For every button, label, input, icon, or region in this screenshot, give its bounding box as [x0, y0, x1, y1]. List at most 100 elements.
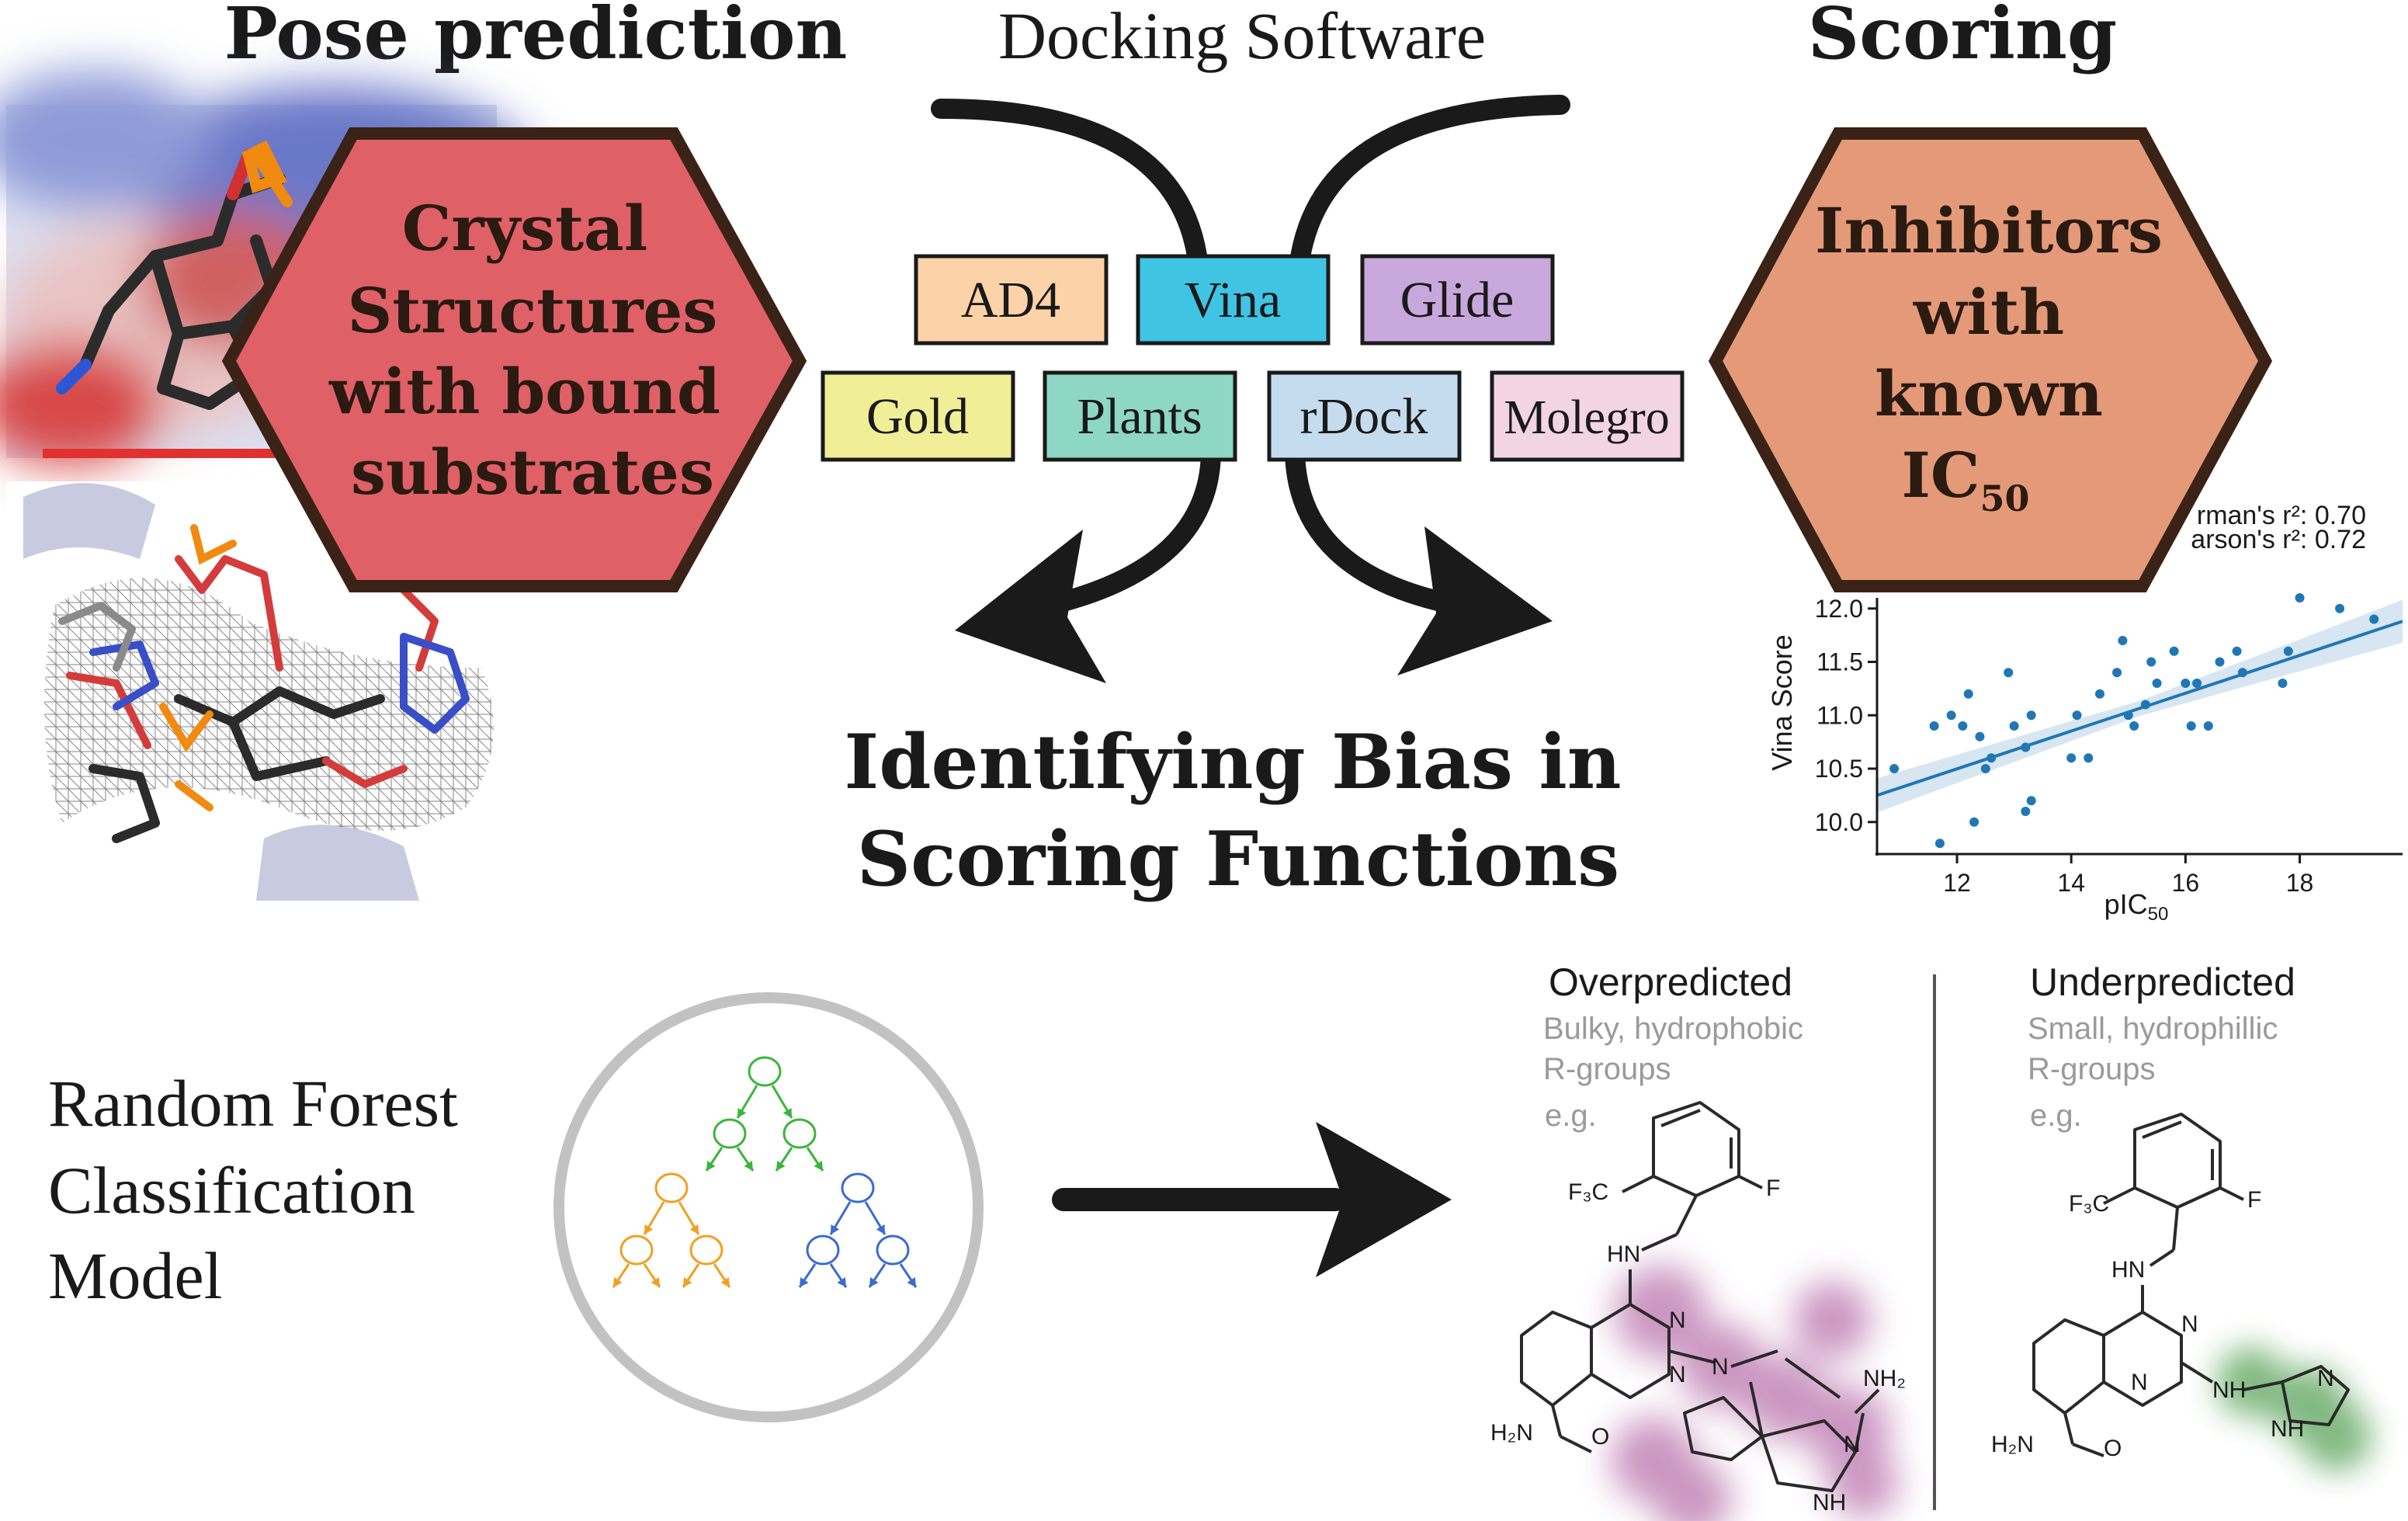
software-box-molegro: Molegro	[1490, 370, 1685, 462]
chem-label-n-1: N	[1669, 1307, 1686, 1333]
chem-label-o: O	[1591, 1424, 1609, 1450]
tree-arrowhead	[907, 1277, 916, 1287]
scatter-point	[2021, 807, 2031, 816]
software-box-plants: Plants	[1043, 370, 1237, 462]
tree-arrowhead	[651, 1277, 660, 1287]
software-label-glide: Glide	[1400, 272, 1515, 328]
chem-label-f3c: F₃C	[1568, 1179, 1608, 1205]
regression-line-path	[1876, 620, 2403, 797]
crystal-structures-hexagon: Crystal Structures with bound substrates	[221, 127, 807, 592]
inhibitors-ic-label: IC50	[1901, 439, 2029, 519]
chem-label-hn-2: HN	[2111, 1257, 2145, 1283]
tree-arrowhead	[613, 1277, 623, 1287]
tree-node	[876, 1235, 910, 1266]
scatter-point	[2186, 721, 2196, 731]
scatter-point	[2192, 679, 2202, 688]
chem-label-n-7: N	[2317, 1366, 2334, 1391]
scatter-point	[2295, 593, 2305, 602]
scatter-point	[1980, 764, 1990, 773]
chem-label-n-3: N	[1712, 1354, 1729, 1380]
chem-label-nh-3: NH	[2271, 1416, 2304, 1442]
random-forest-line-3: Model	[48, 1238, 223, 1313]
tree-arrowhead	[689, 1224, 699, 1235]
scatter-point	[2169, 646, 2179, 656]
tree-arrowhead	[720, 1277, 730, 1287]
scatter-point	[2369, 614, 2379, 624]
software-box-glide: Glide	[1360, 254, 1555, 346]
right-arrow-icon	[1052, 1122, 1452, 1277]
inhibitors-line-2: with	[1913, 276, 2064, 349]
x-tick-label: 16	[2172, 869, 2200, 897]
chem-label-f: F	[1766, 1175, 1780, 1201]
inhibitors-line-3: known	[1875, 357, 2103, 430]
scatter-point	[2112, 668, 2122, 678]
vina-score-scatter-chart: rman's r²: 0.70 arson's r²: 0.72 10.0 10.…	[1766, 501, 2403, 925]
y-tick-label: 10.0	[1815, 808, 1863, 836]
chem-label-nh2: NH₂	[1863, 1366, 1906, 1391]
scoring-heading: Scoring	[1808, 0, 2117, 75]
scatter-point	[1958, 721, 1968, 731]
chem-label-n-6: N	[2131, 1370, 2148, 1395]
x-tick-label: 12	[1943, 869, 1971, 897]
scatter-point	[1934, 839, 1945, 849]
tree-node	[806, 1235, 840, 1266]
scatter-point	[2129, 721, 2139, 731]
scatter-point	[2004, 668, 2014, 678]
tree-arrowhead	[776, 1161, 786, 1171]
y-tick-label: 12.0	[1815, 595, 1863, 623]
overpredicted-eg: e.g.	[1545, 1099, 1597, 1133]
chart-xlabel: pIC50	[2104, 888, 2169, 925]
scatter-point	[2009, 721, 2019, 731]
tree-node	[841, 1172, 875, 1203]
tree-arrowhead	[800, 1277, 809, 1287]
chem-label-f3c-2: F₃C	[2069, 1191, 2109, 1217]
tree-arrowhead	[683, 1277, 692, 1287]
chem-label-f-2: F	[2247, 1187, 2261, 1213]
underpredicted-eg: e.g.	[2030, 1099, 2082, 1133]
software-label-ad4: AD4	[961, 272, 1060, 328]
tree-node	[654, 1172, 689, 1203]
confidence-band-area	[1877, 599, 2403, 813]
scatter-point	[2026, 710, 2036, 721]
scatter-point	[2146, 657, 2156, 667]
tree-arrowhead	[706, 1161, 716, 1171]
chart-annotation-pearson: arson's r²: 0.72	[2191, 525, 2366, 554]
chem-label-h2n-2: H₂N	[1991, 1432, 2034, 1457]
underpredicted-panel: Underpredicted Small, hydrophillic R-gro…	[1991, 960, 2372, 1471]
scatter-point	[1963, 689, 1973, 699]
software-box-ad4: AD4	[914, 254, 1109, 346]
docking-software-heading: Docking Software	[998, 0, 1486, 73]
underpredicted-desc-1: Small, hydrophillic	[2028, 1012, 2278, 1046]
x-tick-label: 14	[2057, 869, 2085, 897]
crystal-line-2: Structures	[348, 274, 718, 347]
scatter-point	[1975, 731, 1985, 741]
random-forest-line-1: Random Forest	[48, 1066, 458, 1141]
scatter-point	[1946, 710, 1956, 721]
tree-arrowhead	[869, 1277, 879, 1287]
software-box-vina: Vina	[1136, 254, 1331, 346]
software-box-gold: Gold	[821, 370, 1015, 462]
random-forest-line-2: Classification	[48, 1153, 415, 1228]
underpredicted-title: Underpredicted	[2030, 960, 2295, 1004]
scatter-point	[1889, 764, 1900, 773]
underpredicted-desc-2: R-groups	[2028, 1052, 2156, 1086]
y-tick-label: 10.5	[1815, 755, 1863, 783]
regression-line	[1876, 620, 2403, 797]
software-label-vina: Vina	[1185, 272, 1281, 328]
overpredicted-desc-1: Bulky, hydrophobic	[1543, 1012, 1803, 1046]
tree-arrowhead	[814, 1161, 823, 1171]
tree-node	[748, 1056, 782, 1087]
chart-ylabel: Vina Score	[1766, 634, 1798, 770]
tree-arrowhead	[831, 1224, 840, 1235]
chem-label-n-4: N	[1844, 1432, 1861, 1457]
scatter-point	[2026, 796, 2036, 806]
scatter-point	[2152, 679, 2162, 688]
inhibitors-line-1: Inhibitors	[1815, 194, 2163, 267]
pose-prediction-heading: Pose prediction	[224, 0, 848, 75]
scatter-point	[2118, 636, 2128, 645]
tree-node	[619, 1235, 654, 1266]
software-label-molegro: Molegro	[1504, 391, 1670, 444]
chem-label-nh: NH	[1813, 1490, 1846, 1516]
chart-annotation-spearman: rman's r²: 0.70	[2197, 501, 2366, 530]
software-box-rdock: rDock	[1267, 370, 1462, 462]
